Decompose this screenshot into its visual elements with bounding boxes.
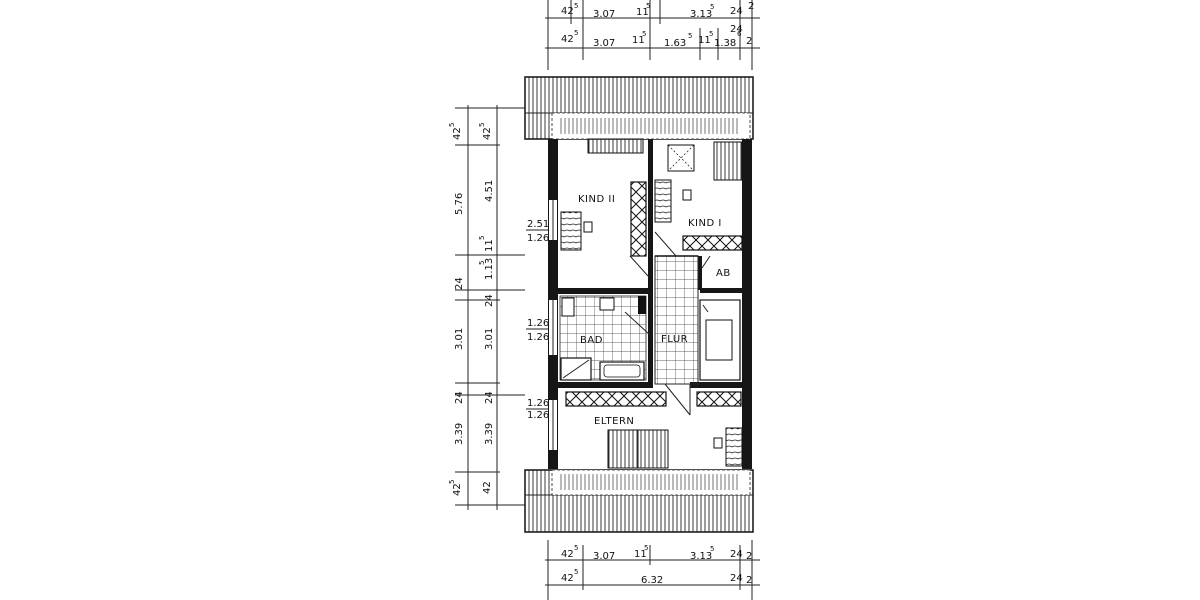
room-label-kind2: KIND II [578, 194, 615, 205]
left-outer-7: 42 [452, 483, 463, 496]
roof-band-bottom [524, 469, 754, 533]
window-label-kind2-bottom: 1.26 [527, 233, 549, 244]
bottom-dim-r1-3: 11 [634, 549, 647, 560]
bottom-dimension-strip: 42 5 3.07 11 5 3.13 5 24 2 42 5 6.32 24 … [545, 540, 760, 600]
top-dim-r2-12: 2 [746, 36, 752, 47]
left-inner-11: 42 [482, 481, 493, 494]
top-dim-r2-4: 5 [642, 30, 646, 38]
left-inner-4: 5 [478, 236, 486, 240]
top-dim-r1-4: 5 [646, 2, 650, 10]
kind1-furniture [654, 141, 743, 269]
left-inner-7: 24 [484, 294, 495, 307]
top-dim-r1-8: 2 [748, 1, 754, 12]
bottom-dim-r1-5: 3.13 [690, 551, 712, 562]
room-label-bad: BAD [580, 335, 603, 346]
bottom-dim-r1-4: 5 [644, 544, 648, 552]
room-label-kind1: KIND I [688, 218, 722, 229]
window-label-eltern-bottom: 1.26 [527, 410, 549, 421]
roof-band-top [524, 76, 754, 140]
bottom-dim-r1-0: 42 [561, 549, 574, 560]
window-label-bad-top: 1.26 [527, 318, 549, 329]
top-dim-r1-5: 3.13 [690, 9, 712, 20]
left-outer-8: 5 [448, 480, 456, 484]
top-dim-r1-6: 5 [710, 3, 714, 11]
top-dim-r1-7: 24 [730, 6, 743, 17]
left-outer-3: 24 [454, 277, 465, 290]
eltern-furniture [565, 391, 743, 469]
top-dim-r2-6: 5 [688, 32, 692, 40]
bottom-dim-r2-1: 5 [574, 568, 578, 576]
top-dim-r2-3: 11 [632, 35, 645, 46]
bottom-dim-r2-3: 24 [730, 573, 743, 584]
top-dim-r1-1: 5 [574, 2, 578, 10]
left-inner-6: 5 [478, 261, 486, 265]
bottom-dim-r1-2: 3.07 [593, 551, 615, 562]
top-dim-r2-1: 5 [574, 29, 578, 37]
left-inner-9: 24 [484, 391, 495, 404]
top-dim-r1-0: 42 [561, 6, 574, 17]
left-outer-0: 42 [452, 127, 463, 140]
top-dim-r2-0: 42 [561, 34, 574, 45]
window-label-bad-bottom: 1.26 [527, 332, 549, 343]
top-dimension-strip: 42 5 3.07 11 5 3.13 5 24 2 42 5 3.07 11 … [545, 0, 760, 70]
left-outer-6: 3.39 [454, 423, 465, 445]
room-label-ab: AB [716, 268, 731, 279]
left-outer-2: 5.76 [454, 193, 465, 215]
left-dimension-strip: 42 5 5.76 24 3.01 24 3.39 42 5 42 5 4.51… [448, 105, 525, 510]
top-dim-r1-2: 3.07 [593, 9, 615, 20]
top-dim-r2-11: 24 [730, 24, 743, 35]
stairwell [654, 255, 699, 416]
top-dim-r2-7: 11 [698, 35, 711, 46]
left-inner-0: 42 [482, 127, 493, 140]
room-label-eltern: ELTERN [594, 416, 634, 427]
top-dim-r2-8: 5 [709, 30, 713, 38]
left-inner-8: 3.01 [484, 328, 495, 350]
window-label-kind2-top: 2.51 [527, 219, 549, 230]
bottom-dim-r1-8: 2 [746, 551, 752, 562]
bottom-dim-r1-1: 5 [574, 544, 578, 552]
exterior-walls [548, 139, 752, 469]
bottom-dim-r1-7: 24 [730, 549, 743, 560]
kind2-furniture [560, 138, 649, 277]
left-inner-10: 3.39 [484, 423, 495, 445]
left-inner-1: 5 [478, 123, 486, 127]
window-label-eltern-top: 1.26 [527, 398, 549, 409]
left-inner-3: 11 [484, 239, 495, 252]
room-label-flur: FLUR [661, 334, 688, 345]
bottom-dim-r1-6: 5 [710, 545, 714, 553]
left-outer-5: 24 [454, 391, 465, 404]
left-outer-1: 5 [448, 123, 456, 127]
top-dim-r2-5: 1.63 [664, 38, 686, 49]
top-dim-r2-10: 6 [737, 30, 742, 38]
bottom-dim-r2-4: 2 [746, 575, 752, 586]
top-dim-r2-2: 3.07 [593, 38, 615, 49]
top-dim-r2-9: 1.38 [714, 38, 736, 49]
bathroom [559, 295, 651, 381]
bottom-dim-r2-2: 6.32 [641, 575, 663, 586]
bottom-dim-r2-0: 42 [561, 573, 574, 584]
window-labels: 2.51 1.26 1.26 1.26 1.26 1.26 [526, 219, 549, 421]
top-dim-r1-3: 11 [636, 7, 649, 18]
left-outer-4: 3.01 [454, 328, 465, 350]
left-inner-5: 1.13 [484, 258, 495, 280]
left-inner-2: 4.51 [484, 180, 495, 202]
interior-walls [558, 139, 742, 388]
flur-core [699, 299, 741, 381]
